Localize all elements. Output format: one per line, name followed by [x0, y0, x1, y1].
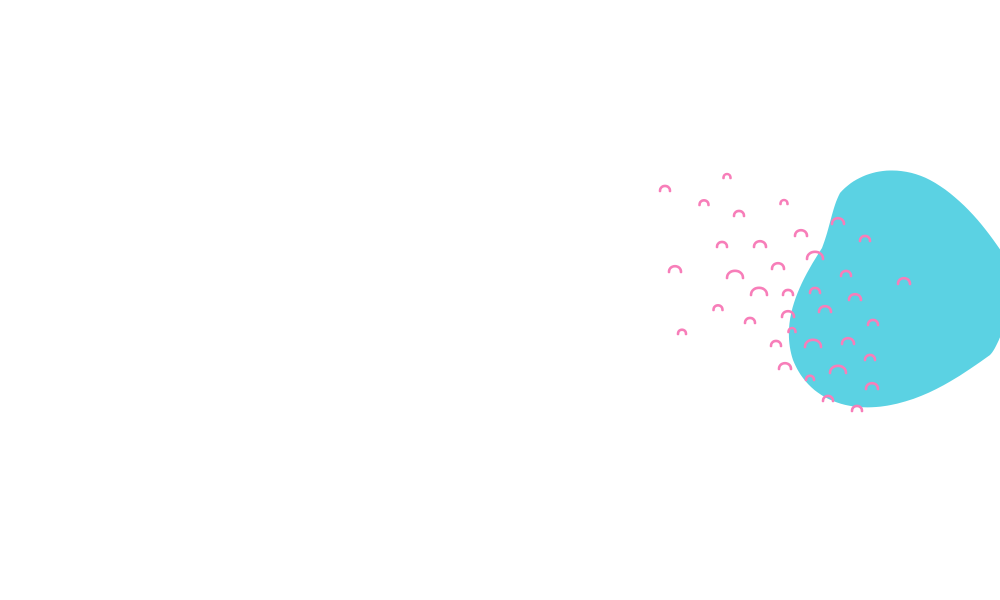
pink-arc — [658, 184, 672, 193]
cyan-blob-shape — [788, 170, 1000, 408]
pink-arc — [712, 304, 724, 312]
pink-arc — [804, 374, 816, 382]
pink-arc — [743, 316, 757, 325]
pink-arc — [805, 250, 825, 261]
pink-arc — [780, 309, 796, 319]
pink-arc — [808, 286, 822, 295]
pink-arc — [850, 404, 864, 413]
pink-arc — [777, 361, 793, 371]
pink-arc — [698, 199, 710, 207]
pink-arc — [722, 172, 732, 180]
pink-arc — [840, 336, 856, 346]
pink-arc — [866, 318, 880, 327]
pink-arc — [896, 276, 912, 286]
pink-arc — [817, 304, 833, 314]
pink-arc — [787, 326, 797, 334]
pink-arc-squiggles — [658, 172, 912, 413]
pink-arc — [749, 286, 769, 297]
pink-arc — [803, 338, 823, 349]
pink-arc — [676, 328, 688, 336]
pink-arc — [770, 261, 786, 271]
pink-arc — [725, 269, 745, 280]
pink-arc — [821, 394, 835, 403]
pink-arc — [863, 353, 877, 362]
pink-arc — [769, 339, 783, 348]
pink-arc — [847, 292, 863, 302]
pink-arc — [667, 264, 683, 274]
pink-arc — [839, 269, 853, 278]
pink-arc — [781, 288, 795, 297]
pink-arc — [715, 240, 729, 249]
pink-arc — [779, 198, 789, 206]
pink-arc — [828, 364, 848, 375]
pink-arc — [830, 216, 846, 226]
pink-arc — [732, 209, 746, 218]
pink-arc — [793, 228, 809, 238]
pink-arc — [858, 234, 872, 243]
pink-arc — [752, 239, 768, 249]
pink-arc — [864, 381, 880, 391]
